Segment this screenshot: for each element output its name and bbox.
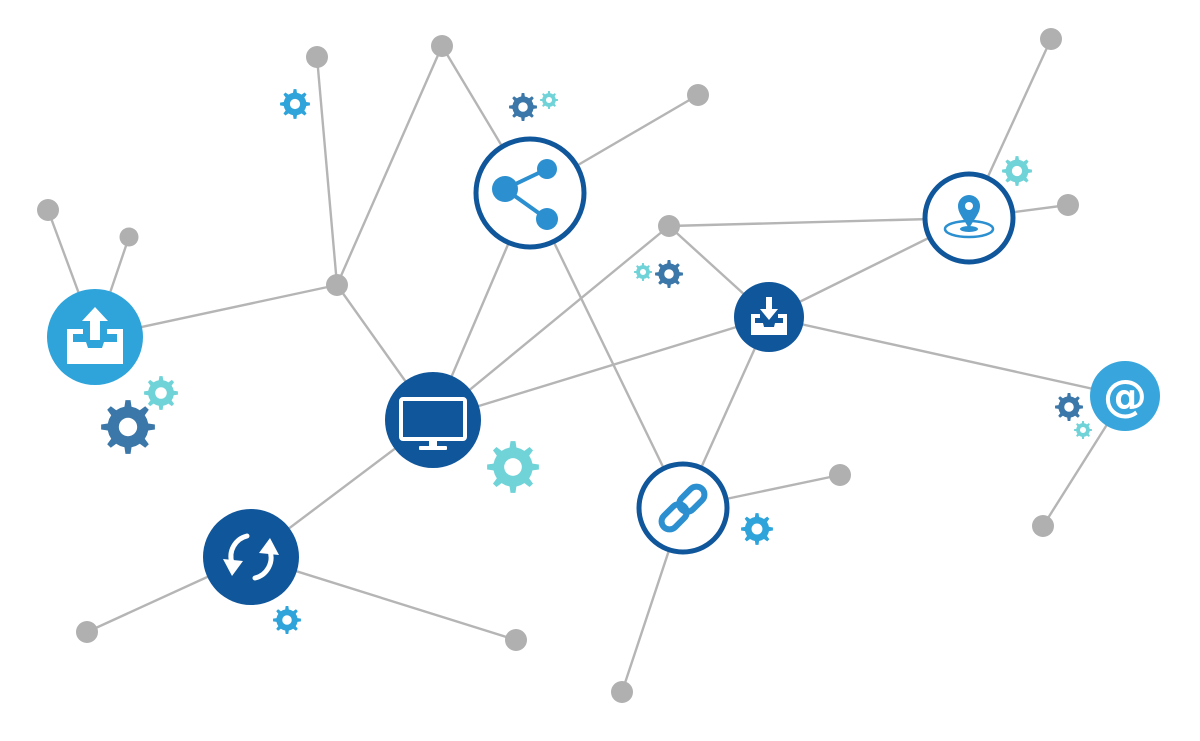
endpoint-node	[1040, 28, 1062, 50]
endpoint-node	[1032, 515, 1054, 537]
gear-icon	[540, 91, 558, 109]
hub-share	[473, 136, 587, 250]
gear-icon	[1055, 393, 1083, 421]
endpoint-node	[687, 84, 709, 106]
base-shape	[419, 446, 447, 450]
hub-location	[922, 171, 1016, 265]
edge-share-link	[528, 191, 685, 510]
hub-disc	[203, 509, 299, 605]
location-pin-icon	[943, 195, 995, 239]
share-dot	[492, 176, 518, 202]
gear-icon	[1074, 421, 1092, 439]
sync-arrows-icon	[223, 533, 279, 581]
stand-shape	[429, 439, 437, 447]
chain-link-icon	[658, 483, 708, 533]
endpoint-node	[505, 629, 527, 651]
at-sign-icon: @	[1103, 371, 1147, 422]
gear-icon	[509, 93, 537, 121]
gear-icon	[101, 400, 155, 454]
hub-email: @	[1090, 361, 1160, 431]
down-arrow-shape	[760, 297, 778, 320]
hub-upload	[47, 289, 143, 385]
endpoint-node	[119, 227, 139, 247]
chain-group	[658, 483, 708, 533]
endpoint-node	[431, 35, 453, 57]
share-icon	[492, 159, 558, 230]
edge-inbox-email	[767, 315, 1127, 398]
hub-sync	[203, 509, 299, 605]
hub-disc	[385, 372, 481, 468]
gear-icon	[280, 89, 310, 119]
up-arrow-shape	[82, 307, 108, 340]
endpoint-node	[76, 621, 98, 643]
edge-layer	[46, 37, 1127, 694]
hub-ring	[473, 136, 587, 250]
tray-shape	[751, 314, 787, 335]
endpoint-node	[37, 199, 59, 221]
edge-monitor-n7	[431, 224, 671, 422]
endpoint-node	[306, 46, 328, 68]
chain-link	[676, 483, 708, 515]
sync-arrowhead	[259, 538, 279, 555]
monitor-icon	[399, 397, 467, 450]
hub-inbox	[734, 282, 804, 352]
endpoint-node	[326, 274, 348, 296]
gear-icon	[144, 376, 178, 410]
gear-icon	[634, 263, 652, 281]
download-tray-icon	[751, 297, 787, 335]
endpoint-node	[658, 215, 680, 237]
pin-hole	[965, 202, 973, 210]
hub-layer: @	[47, 136, 1160, 605]
sync-arrowhead	[223, 559, 243, 576]
endpoint-node	[611, 681, 633, 703]
endpoint-layer	[37, 28, 1079, 703]
hub-link	[636, 461, 730, 555]
tray-shape	[67, 329, 123, 364]
pin-shape	[958, 195, 980, 229]
edge-monitor-inbox	[431, 315, 771, 422]
hub-disc	[1090, 361, 1160, 431]
hub-monitor	[385, 372, 481, 468]
at-sign-glyph: @	[1103, 371, 1147, 422]
edge-n7-location	[667, 216, 971, 228]
gear-layer	[101, 89, 1092, 634]
sync-arc	[228, 533, 250, 566]
share-dot	[537, 159, 557, 179]
upload-tray-icon	[67, 307, 123, 364]
edge-n2-n3	[335, 44, 444, 287]
gear-icon	[655, 260, 683, 288]
edge-n1-n3	[315, 55, 339, 287]
share-dot	[536, 208, 558, 230]
endpoint-node	[1057, 194, 1079, 216]
endpoint-node	[829, 464, 851, 486]
gear-icon	[273, 606, 301, 634]
chain-link	[658, 501, 690, 533]
sync-arc	[252, 548, 274, 581]
gear-icon	[1002, 156, 1032, 186]
gear-icon	[741, 513, 773, 545]
gear-icon	[487, 441, 539, 493]
